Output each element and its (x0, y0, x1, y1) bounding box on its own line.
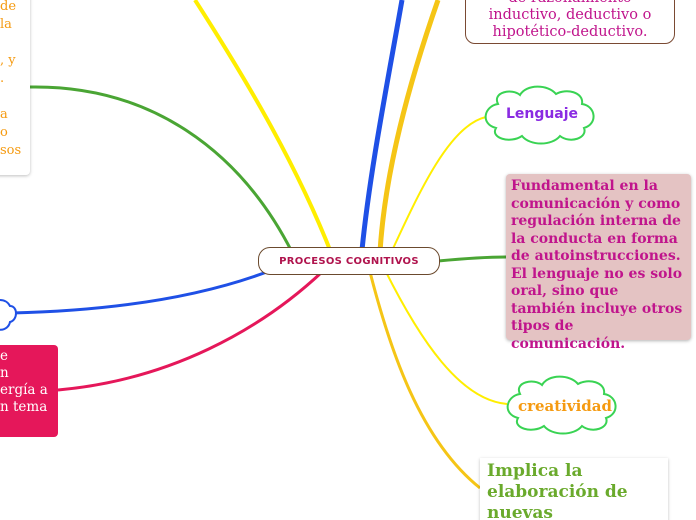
cloud-lenguaje-shape (484, 85, 595, 145)
central-topic-label: PROCESOS COGNITIVOS (279, 255, 419, 267)
creatividad-label: creatividad (517, 397, 613, 415)
pink-box-text: e n ergía a n tema (0, 348, 48, 415)
left-description-card: de la , y . a o sos (0, 0, 30, 175)
link-blue-left (11, 268, 273, 315)
link-blue-top (359, 0, 405, 251)
lenguaje-description-text: Fundamental en la comunicación y como re… (511, 178, 683, 352)
central-topic-node[interactable]: PROCESOS COGNITIVOS (258, 247, 440, 275)
top-right-text: de razonamiento inductivo, deductivo o h… (488, 0, 652, 40)
lenguaje-description-box: Fundamental en la comunicación y como re… (506, 174, 691, 352)
cloud-creatividad-shape (506, 375, 617, 435)
link-yellow-lenguaje (389, 116, 487, 256)
link-green-left (29, 85, 294, 253)
link-pink-left (57, 270, 324, 392)
creatividad-description-text: Implica la elaboración de nuevas estrate… (487, 461, 628, 520)
link-orange-top-right (377, 0, 441, 253)
link-yellow-creatividad (384, 269, 508, 405)
left-card-text: de la , y . a o sos (0, 0, 22, 158)
link-green-right (437, 255, 507, 263)
left-pink-description-box: e n ergía a n tema (0, 345, 58, 437)
lenguaje-topic-node[interactable]: Lenguaje (487, 106, 597, 122)
link-yellow-top (193, 0, 334, 256)
creatividad-topic-node[interactable]: creatividad (510, 397, 620, 415)
lenguaje-label: Lenguaje (505, 106, 579, 122)
creatividad-description-card: Implica la elaboración de nuevas estrate… (480, 458, 668, 520)
top-right-description-box: de razonamiento inductivo, deductivo o h… (465, 0, 675, 44)
link-orange-bottom (368, 271, 481, 490)
cloud-left-shape (0, 299, 17, 331)
